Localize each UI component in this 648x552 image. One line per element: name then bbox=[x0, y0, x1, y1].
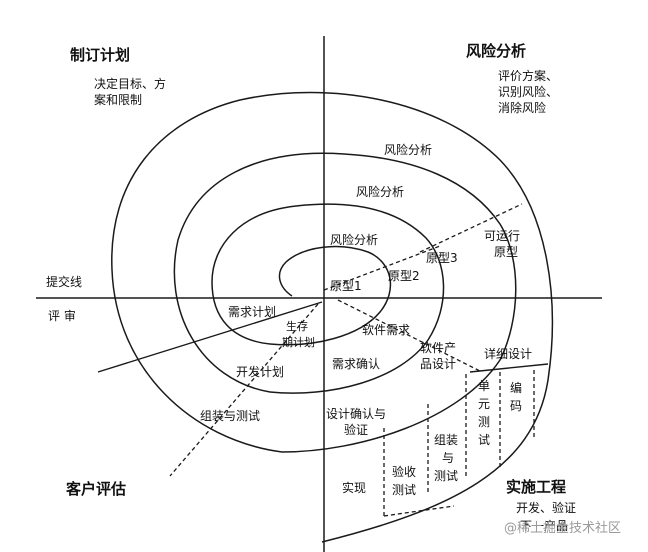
product-design-line-1: 软件产 bbox=[420, 341, 456, 355]
integration-test-line-3: 测试 bbox=[434, 468, 458, 483]
commit-line-label: 提交线 bbox=[46, 274, 82, 289]
requirements-plan-label: 需求计划 bbox=[228, 305, 276, 319]
review-axis-label: 评 审 bbox=[48, 308, 76, 323]
lifecycle-plan-line-2: 期计划 bbox=[282, 336, 315, 349]
unit-test-char-4: 试 bbox=[478, 432, 490, 447]
runnable-prototype-line-1: 可运行 bbox=[484, 229, 520, 243]
review-line bbox=[97, 301, 323, 373]
prototype-divider-2 bbox=[419, 203, 523, 253]
risk-analysis-label-middle: 风险分析 bbox=[356, 184, 404, 199]
integration-plan-label: 组装与测试 bbox=[200, 408, 260, 423]
spiral-loop-outer bbox=[111, 91, 554, 543]
prototype-2-label: 原型2 bbox=[388, 269, 420, 283]
prototype-1-label: 原型1 bbox=[330, 279, 362, 293]
design-confirm-line-1: 设计确认与 bbox=[326, 407, 386, 421]
engineering-title: 实施工程 bbox=[506, 478, 566, 496]
lifecycle-plan-line-1: 生存 bbox=[286, 319, 308, 333]
watermark: @稀土掘金技术社区 bbox=[504, 520, 621, 536]
risk-note-line-1: 评价方案、 bbox=[498, 68, 558, 83]
dev-plan-label: 开发计划 bbox=[236, 364, 284, 379]
unit-test-char-2: 元 bbox=[478, 397, 490, 411]
engineering-note-line-2: 下一产品 bbox=[520, 519, 568, 533]
detail-design-label: 详细设计 bbox=[484, 346, 532, 361]
integration-test-line-1: 组装 bbox=[434, 433, 458, 447]
detail-design-line bbox=[469, 363, 549, 373]
design-confirm-line-2: 验证 bbox=[344, 422, 368, 437]
acceptance-bottom bbox=[383, 505, 455, 517]
product-design-line-2: 品设计 bbox=[420, 357, 456, 371]
runnable-prototype-line-2: 原型 bbox=[494, 245, 518, 259]
engineering-note-line-1: 开发、验证 bbox=[516, 500, 576, 515]
requirements-confirm-label: 需求确认 bbox=[332, 357, 380, 371]
prototype-3-label: 原型3 bbox=[426, 251, 458, 265]
software-requirements-label: 软件需求 bbox=[362, 323, 410, 337]
coding-line-1: 编 bbox=[510, 380, 522, 395]
coding-line-2: 码 bbox=[510, 399, 522, 413]
risk-analysis-label-inner: 风险分析 bbox=[330, 232, 378, 247]
acceptance-test-line-1: 验收 bbox=[392, 464, 416, 479]
design-divider-line bbox=[337, 299, 483, 373]
spiral-loop-3 bbox=[173, 152, 517, 453]
implementation-label: 实现 bbox=[342, 480, 366, 495]
risk-note-line-3: 消除风险 bbox=[498, 100, 546, 115]
spiral-loop-2 bbox=[211, 203, 445, 394]
risk-title: 风险分析 bbox=[466, 42, 526, 60]
risk-note-line-2: 识别风险、 bbox=[498, 84, 558, 99]
plan-note-line-2: 案和限制 bbox=[94, 92, 142, 107]
unit-test-char-3: 测 bbox=[478, 415, 490, 429]
plan-divider-line bbox=[169, 303, 319, 477]
review-title: 客户评估 bbox=[65, 480, 126, 498]
acceptance-test-line-2: 测试 bbox=[392, 482, 416, 497]
plan-note-line-1: 决定目标、方 bbox=[94, 76, 166, 91]
integration-test-line-2: 与 bbox=[442, 451, 454, 465]
spiral-loop-inner bbox=[269, 245, 392, 346]
unit-test-char-1: 单 bbox=[478, 379, 490, 393]
plan-title: 制订计划 bbox=[70, 46, 130, 64]
risk-analysis-label-outer: 风险分析 bbox=[384, 142, 432, 157]
